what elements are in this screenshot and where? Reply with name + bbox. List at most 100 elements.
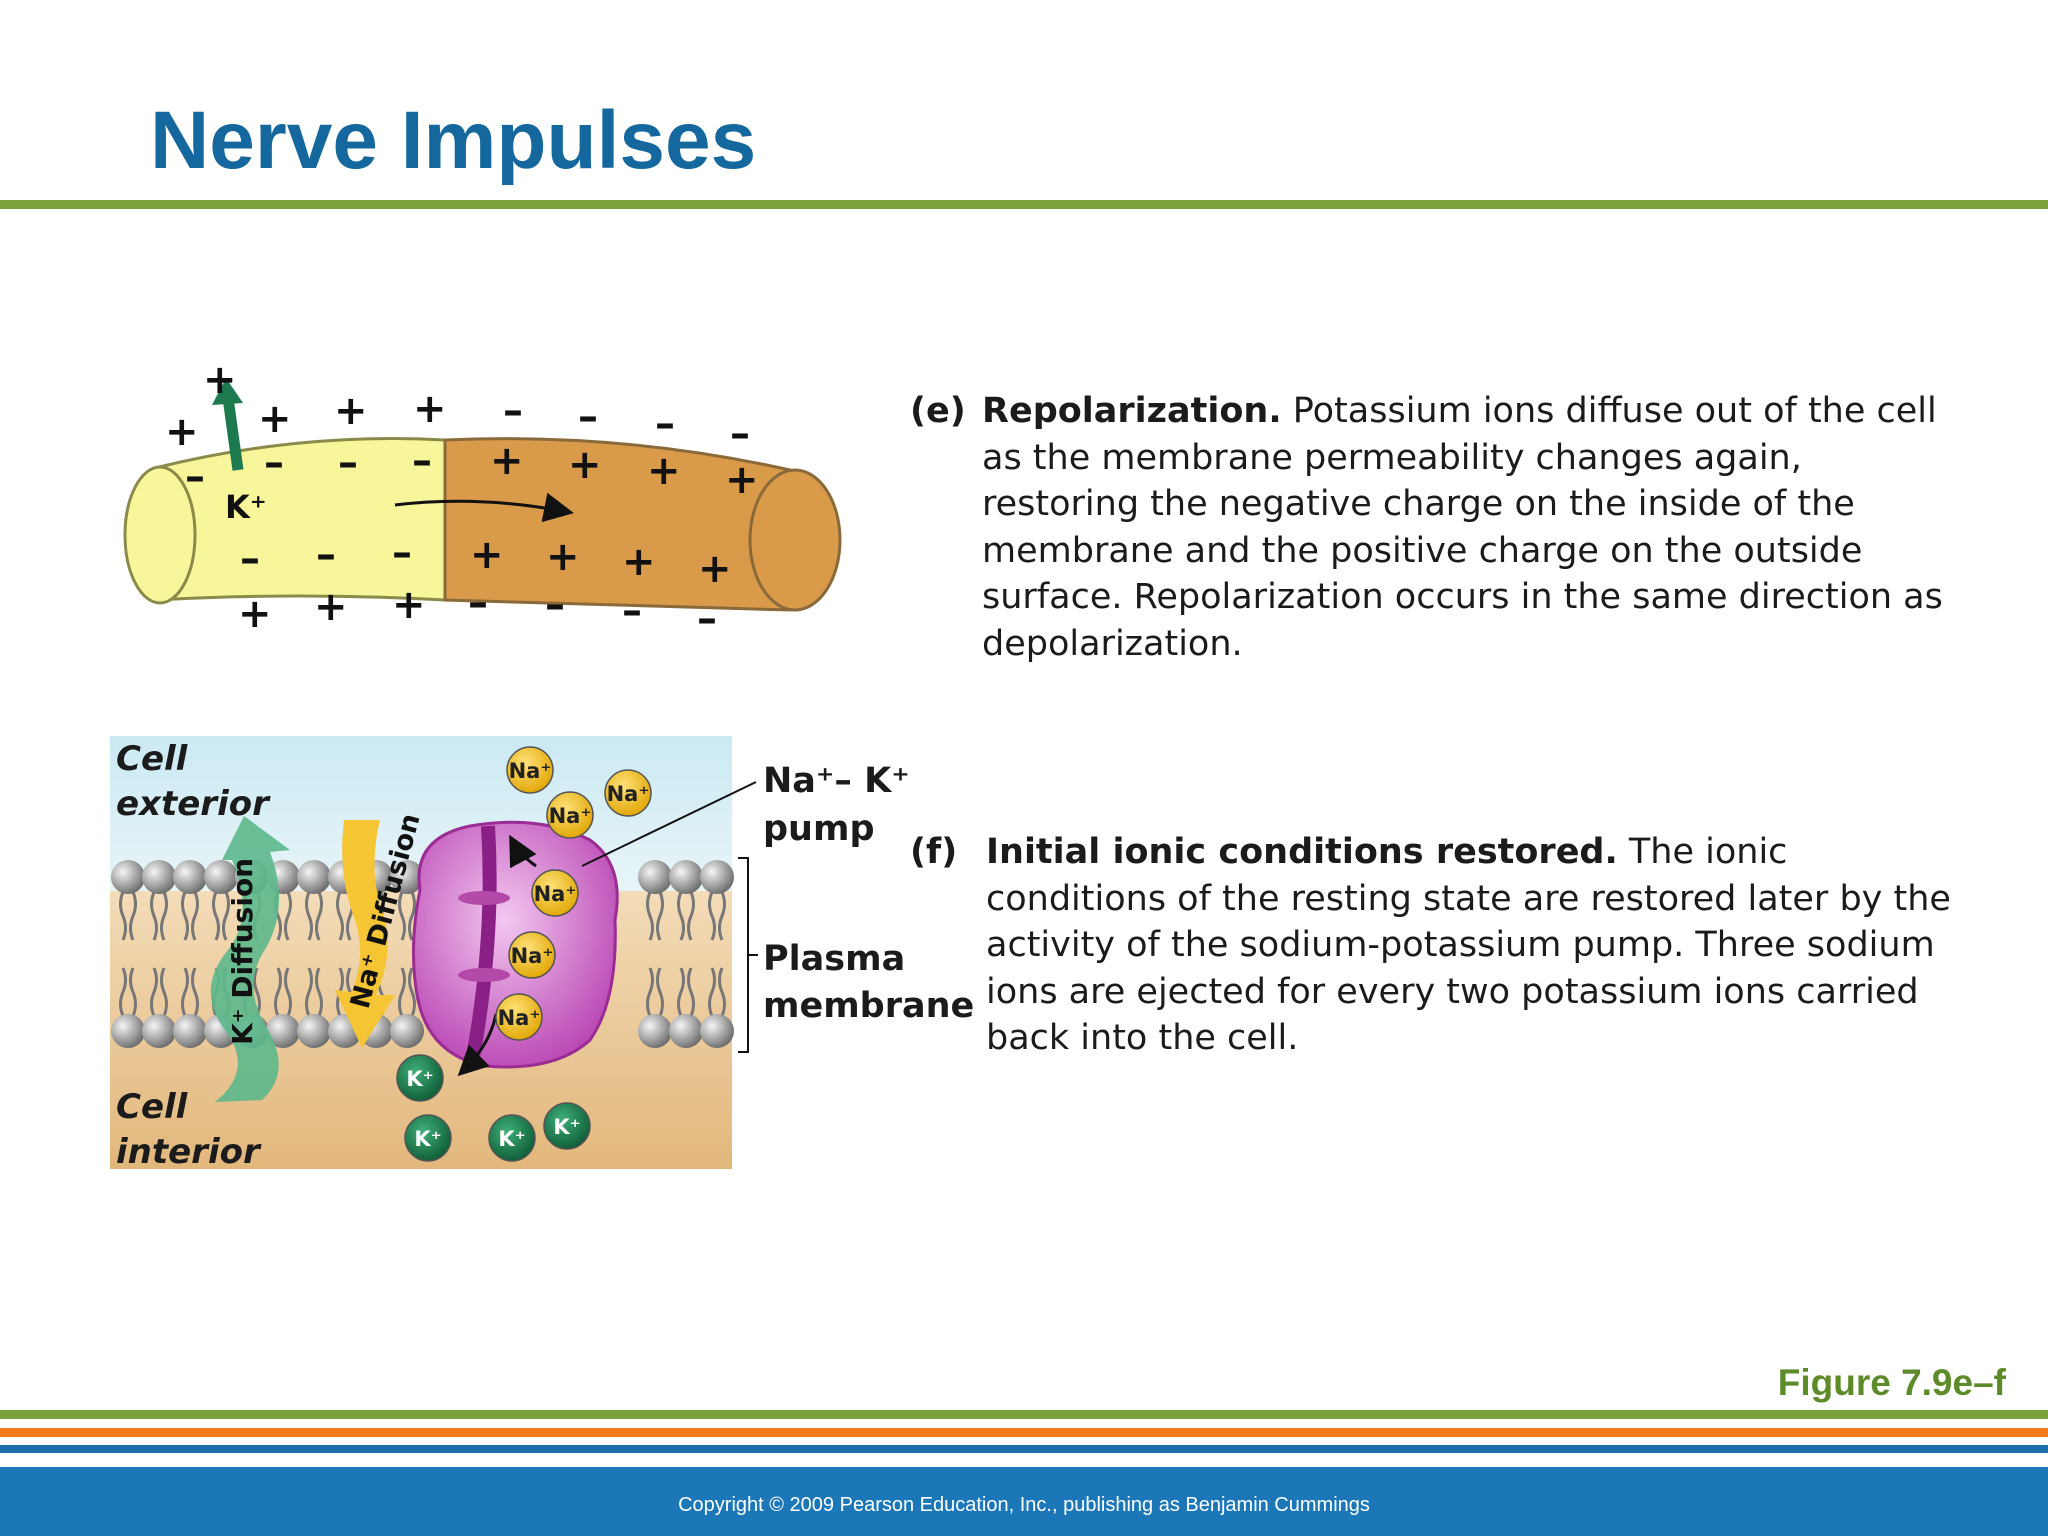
phospholipid-tail (212, 891, 230, 941)
phospholipid-head (266, 1014, 300, 1048)
plus-sign: + (568, 442, 602, 488)
phospholipid-head (638, 1014, 672, 1048)
minus-sign: – (316, 532, 336, 578)
phospholipid-head (638, 860, 672, 894)
axon-charge-signs: + + + + + – – – – – – – – + + + + – – – … (165, 357, 759, 642)
cell-interior-line: Cell (116, 1087, 189, 1127)
potassium-ion-label: K⁺ (406, 1067, 433, 1091)
minus-sign: – (545, 582, 565, 628)
sodium-ion (495, 993, 543, 1041)
phospholipid-head (204, 860, 238, 894)
panel-e-caption: (e) Repolarization. Potassium ions diffu… (910, 388, 1960, 667)
plus-sign: + (392, 582, 426, 628)
potassium-ion-label: K⁺ (498, 1127, 525, 1151)
k-diffusion-arrow (210, 816, 290, 1102)
minus-sign: – (503, 388, 523, 434)
figure-reference: Figure 7.9e–f (1777, 1362, 2006, 1403)
plus-sign: + (165, 409, 199, 455)
phospholipid-head (700, 1014, 734, 1048)
k-efflux-arrow (222, 397, 244, 471)
minus-sign: – (578, 394, 598, 440)
pump-label-line: pump (763, 809, 875, 849)
na-diffusion-arrow (335, 820, 395, 1048)
plus-sign: + (334, 388, 368, 434)
phospholipid-head (173, 1014, 207, 1048)
phospholipid-tail (150, 967, 168, 1017)
potassium-ion (488, 1114, 536, 1162)
phospholipid-tail (274, 967, 292, 1017)
cell-interior-line: interior (116, 1132, 262, 1172)
pump-label-line: Na⁺– K⁺ (763, 761, 910, 801)
sodium-ion (531, 869, 579, 917)
phospholipid-head (669, 860, 703, 894)
k-entry-arrow (457, 1013, 498, 1077)
axon-repolarization-diagram: K⁺ + + + + + – – – – – – – – + + + + – –… (110, 357, 974, 1172)
sodium-ion-label: Na⁺ (509, 759, 552, 783)
panel-f-caption: (f) Initial ionic conditions restored. T… (910, 829, 1960, 1062)
plus-sign: + (647, 448, 681, 494)
cell-exterior-label: Cell exterior (116, 739, 271, 824)
panel-f-letter: (f) (910, 832, 958, 872)
phospholipid-tail (181, 891, 199, 941)
potassium-ion (396, 1054, 444, 1102)
plasma-membrane-label: Plasma membrane (763, 939, 974, 1026)
plasma-membrane-line: Plasma (763, 939, 905, 979)
footer-stripe-orange (0, 1428, 2048, 1437)
phospholipid-head (111, 860, 145, 894)
phospholipid-tail (398, 891, 416, 941)
panel-f-body: Initial ionic conditions restored. The i… (986, 829, 1960, 1062)
footer-stripe-green (0, 1410, 2048, 1419)
plus-sign: + (258, 396, 292, 442)
pump-binding-site (458, 891, 510, 905)
phospholipid-head (390, 860, 424, 894)
sodium-ion-label: Na⁺ (534, 882, 577, 906)
panel-e-letter: (e) (910, 391, 966, 431)
plus-sign: + (725, 457, 759, 503)
plus-sign: + (698, 546, 732, 592)
sodium-ion (604, 769, 652, 817)
sodium-ion-label: Na⁺ (511, 944, 554, 968)
na-exit-arrow (509, 834, 537, 869)
panel-f-heading: Initial ionic conditions restored. (986, 832, 1618, 872)
phospholipid-head (297, 860, 331, 894)
phospholipid-head (700, 860, 734, 894)
axon-left-end (123, 465, 197, 605)
minus-sign: – (655, 401, 675, 447)
phospholipid-tail (305, 891, 323, 941)
minus-sign: – (392, 530, 412, 576)
sodium-ion (506, 746, 554, 794)
plus-sign: + (203, 357, 237, 403)
phospholipid-tail (181, 967, 199, 1017)
phospholipid-head (173, 860, 207, 894)
panel-e-body: Repolarization. Potassium ions diffuse o… (982, 388, 1960, 667)
panel-f-text: The ionic conditions of the resting stat… (986, 832, 1951, 1058)
phospholipid-tail (119, 967, 137, 1017)
sodium-ion-label: Na⁺ (607, 782, 650, 806)
minus-sign: – (468, 580, 488, 626)
potassium-ion (404, 1114, 452, 1162)
phospholipid-tail (119, 891, 137, 941)
cell-exterior-line: exterior (116, 784, 271, 824)
plasma-membrane-line: membrane (763, 986, 974, 1026)
sodium-ion (546, 791, 594, 839)
k-diffusion-label: K⁺ Diffusion (226, 858, 259, 1045)
panel-e-heading: Repolarization. (982, 391, 1282, 431)
plus-sign: + (413, 386, 447, 432)
phospholipid-head (142, 1014, 176, 1048)
minus-sign: – (730, 411, 750, 457)
plus-sign: + (238, 591, 272, 637)
phospholipid-tail (398, 967, 416, 1017)
plus-sign: + (470, 532, 504, 578)
sodium-ion-label: Na⁺ (498, 1006, 541, 1030)
potassium-ions: K⁺K⁺K⁺K⁺ (396, 1054, 591, 1162)
sodium-ions: Na⁺Na⁺Na⁺Na⁺Na⁺Na⁺ (495, 746, 652, 1041)
phospholipid-head (142, 860, 176, 894)
plus-sign: + (546, 534, 580, 580)
sodium-ion (508, 931, 556, 979)
minus-sign: – (264, 440, 284, 486)
plus-sign: + (490, 438, 524, 484)
phospholipid-tail (646, 891, 664, 941)
phospholipid-tail (677, 891, 695, 941)
page-title: Nerve Impulses (150, 95, 757, 186)
plasma-membrane-bracket (738, 857, 758, 1053)
